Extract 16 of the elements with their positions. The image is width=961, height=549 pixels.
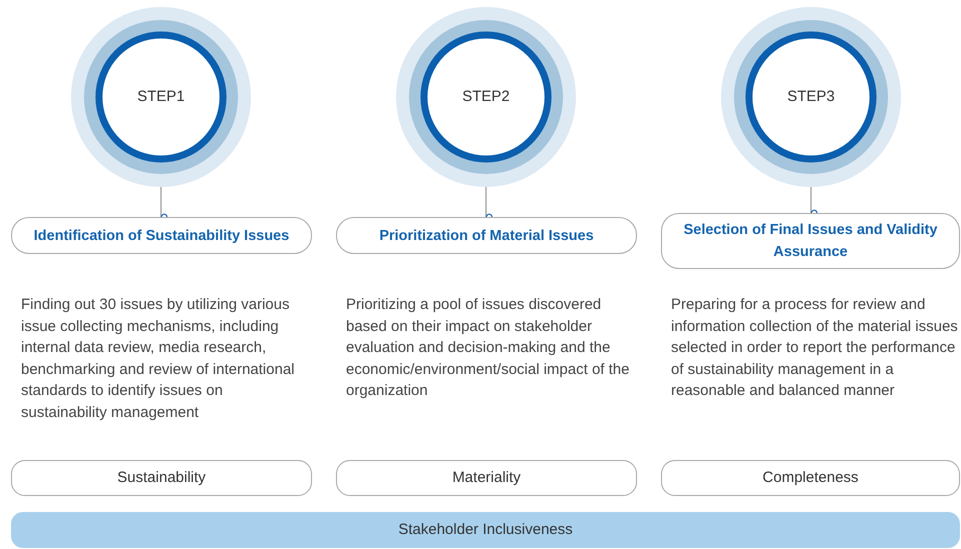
step-description: Prioritizing a pool of issues discovered based on their impact on stakeholder evaluation and decision-making and the economic/environment/social impact of the organization <box>346 295 630 401</box>
principle-box: Sustainability <box>11 460 312 496</box>
step-label: STEP3 <box>787 86 835 107</box>
step-title-box: Prioritization of Material Issues <box>336 217 637 254</box>
principle-box: Materiality <box>336 460 637 496</box>
step-circle <box>396 7 576 187</box>
step-label: STEP1 <box>137 86 185 107</box>
step-circle <box>71 7 251 187</box>
step-label: STEP2 <box>462 86 510 107</box>
step-circle <box>721 7 901 187</box>
principle-band: Stakeholder Inclusiveness <box>11 512 960 548</box>
principle-box: Completeness <box>661 460 960 496</box>
step-title-box: Identification of Sustainability Issues <box>11 217 312 254</box>
step-title-box: Selection of Final Issues and Validity Assurance <box>661 213 960 269</box>
step-description: Preparing for a process for review and information collection of the material issues selected in order to report the performance of sustainability management in a reasonable and balanced manner <box>671 295 959 401</box>
step-description: Finding out 30 issues by utilizing various issue collecting mechanisms, including internal data review, media research, benchmarking and review of international standards to identify issues on sustainability management <box>21 295 296 422</box>
